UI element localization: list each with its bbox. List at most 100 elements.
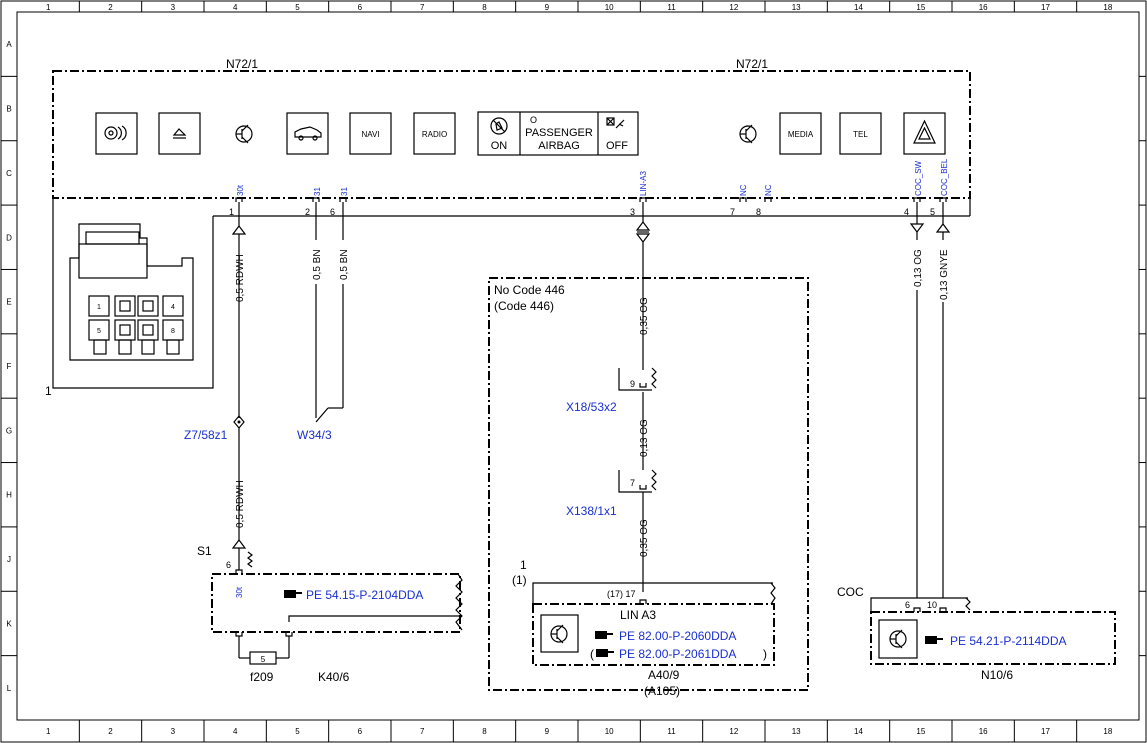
fuse-f209 (235, 615, 462, 665)
n10-transistor-icon (878, 619, 918, 659)
wire-lin (635, 202, 651, 592)
a105-label: (A105) (644, 684, 680, 698)
grid-column-label: 16 (979, 3, 988, 12)
grid-column-label: 14 (854, 3, 863, 12)
grid-column-label: 5 (295, 3, 300, 12)
grid-column-label: 13 (792, 727, 801, 736)
a40-top-line (532, 582, 773, 604)
pin-signal-30t: 30t (236, 184, 245, 196)
grid-column-label: 10 (605, 727, 614, 736)
grid-column-label: 5 (295, 727, 300, 736)
pin-number-3: 3 (630, 207, 635, 217)
grid-column-label: 4 (233, 727, 238, 736)
transistor-right-icon (739, 124, 757, 144)
grid-column-label: 12 (729, 727, 738, 736)
svg-text:RADIO: RADIO (422, 130, 447, 139)
a40-break (770, 582, 776, 605)
grid-column-label: 15 (916, 3, 925, 12)
grid-column-ticks: 1122334455667788991010111112121313141415… (46, 1, 1113, 742)
car-button-icon (286, 112, 329, 155)
connector-x18 (618, 367, 657, 391)
n10-label: N10/6 (981, 668, 1013, 682)
label-1: 1 (520, 558, 527, 572)
s1-label: S1 (197, 544, 212, 558)
radio-button: RADIO (413, 112, 456, 155)
grid-row-label: C (6, 169, 12, 178)
pin-signal-labels: 30t 31 31 LIN-A3 NC NC COC_SW COC_BEL (236, 158, 949, 196)
coc-label: COC (837, 585, 864, 599)
connector-x138 (618, 469, 657, 493)
pe-left-link[interactable]: PE 54.15-P-2104DDA (306, 588, 423, 602)
grid-column-label: 9 (545, 3, 550, 12)
s1-pin: 6 (226, 560, 231, 570)
n10-top-line (870, 597, 968, 612)
k40-break-right (455, 573, 463, 631)
x18-label: X18/53x2 (566, 400, 617, 414)
wire-label-og-035a: 0,35 OG (639, 297, 650, 335)
airbag-on-label: ON (491, 140, 508, 152)
media-button: MEDIA (779, 112, 822, 155)
grid-row-label: G (6, 426, 12, 435)
wire-30t (231, 202, 247, 570)
wire-label-rdwh-2: 0,5 RDWH (235, 480, 246, 528)
pin-signal-nc-b: NC (764, 184, 773, 196)
pin-signal-nc-a: NC (739, 184, 748, 196)
grid-column-label: 11 (667, 727, 676, 736)
code446-box (488, 277, 809, 691)
grid-row-label: K (6, 619, 12, 628)
svg-text:NAVI: NAVI (361, 130, 379, 139)
connector-drawing: 1 4 5 8 (52, 198, 214, 389)
grid-column-label: 12 (729, 3, 738, 12)
wire-label-og-013b: 0,13 OG (913, 249, 924, 287)
connector-pin-5: 5 (97, 328, 101, 335)
grid-column-label: 2 (108, 3, 113, 12)
pe-mid2-open: ( (590, 647, 594, 661)
grid-column-label: 3 (171, 3, 176, 12)
pointer-hand-icon-4 (925, 636, 943, 644)
tel-button: TEL (839, 112, 882, 155)
pe-mid1-link[interactable]: PE 82.00-P-2060DDA (619, 629, 736, 643)
pin-number-4: 4 (904, 207, 909, 217)
grid-column-label: 6 (358, 3, 363, 12)
fuse-number: 5 (261, 655, 266, 664)
eject-button-icon (158, 112, 201, 155)
pin-number-6: 6 (330, 207, 335, 217)
k40-box (211, 573, 461, 633)
connector-pin-8: 8 (171, 328, 175, 335)
pin-number-2: 2 (305, 207, 310, 217)
grid-column-label: 6 (358, 727, 363, 736)
pin-signal-coc-bel: COC_BEL (940, 158, 949, 196)
w34-label: W34/3 (297, 428, 332, 442)
pe-mid2-link[interactable]: PE 82.00-P-2061DDA (619, 647, 736, 661)
grid-column-label: 16 (979, 727, 988, 736)
pin-signal-coc-sw: COC_SW (914, 160, 923, 196)
wire-label-bg-3 (911, 240, 923, 290)
wire-label-bn-1: 0,5 BN (312, 249, 323, 280)
pin-number-7: 7 (730, 207, 735, 217)
wire-label-bg-4 (937, 240, 949, 302)
grid-row-label: H (6, 491, 12, 500)
wire-ground-bn (315, 202, 344, 423)
grid-column-label: 1 (46, 3, 51, 12)
grid-row-label: D (6, 233, 12, 242)
code-446-label: (Code 446) (494, 299, 554, 313)
label-1-paren: (1) (512, 573, 527, 587)
x138-pin: 7 (630, 478, 635, 488)
k40-label: K40/6 (318, 670, 350, 684)
x138-label: X138/1x1 (566, 504, 617, 518)
airbag-panel: ON O PASSENGER AIRBAG OFF (477, 111, 639, 156)
pe-right-link[interactable]: PE 54.21-P-2114DDA (950, 634, 1067, 648)
coc-pin-mark-b (939, 607, 947, 612)
grid-column-label: 7 (420, 3, 425, 12)
grid-column-label: 8 (482, 3, 487, 12)
s1-pin-mark (235, 569, 243, 574)
z7-label: Z7/58z1 (184, 428, 228, 442)
airbag-airbag-label: AIRBAG (538, 140, 580, 152)
grid-row-label: B (6, 105, 11, 114)
connector-ref: 1 (45, 384, 52, 398)
a40-transistor-icon (540, 614, 579, 653)
wire-label-rdwh-1: 0,5 RDWH (235, 254, 246, 302)
pointer-hand-icon (284, 590, 302, 598)
pin-signal-lin: LIN-A3 (639, 171, 648, 196)
